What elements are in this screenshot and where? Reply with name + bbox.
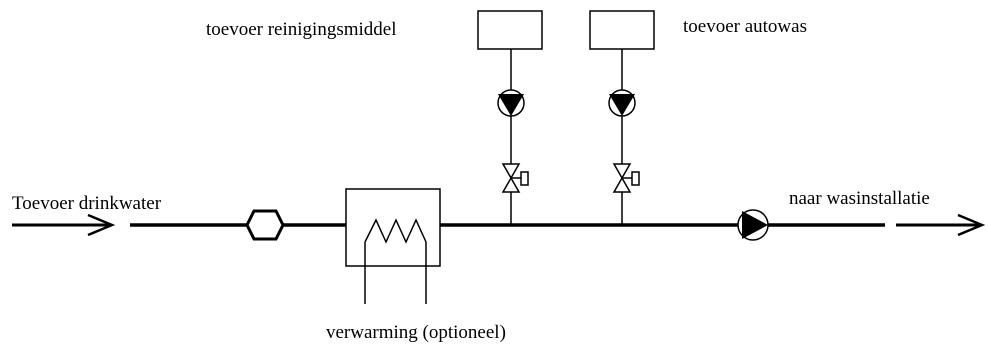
detergent-supply-label: toevoer reinigingsmiddel — [206, 19, 397, 40]
detergent-valve-icon — [501, 163, 529, 193]
heat-exchanger — [345, 188, 441, 304]
carwash-branch — [589, 10, 655, 225]
outlet-label: naar wasinstallatie — [789, 188, 930, 209]
detergent-branch — [477, 10, 543, 225]
carwash-valve-icon — [612, 163, 640, 193]
heating-coil-icon — [364, 218, 427, 244]
inlet-arrow — [12, 213, 116, 237]
filter-icon — [245, 209, 285, 241]
detergent-tank — [477, 10, 543, 50]
carwash-pump-icon — [608, 89, 636, 117]
outlet-arrow — [896, 213, 986, 237]
carwash-tank — [589, 10, 655, 50]
carwash-supply-label: toevoer autowas — [683, 16, 807, 37]
inlet-label: Toevoer drinkwater — [12, 193, 162, 214]
detergent-pump-icon — [497, 89, 525, 117]
main-pump-icon — [737, 209, 769, 241]
heating-label: verwarming (optioneel) — [326, 322, 506, 343]
